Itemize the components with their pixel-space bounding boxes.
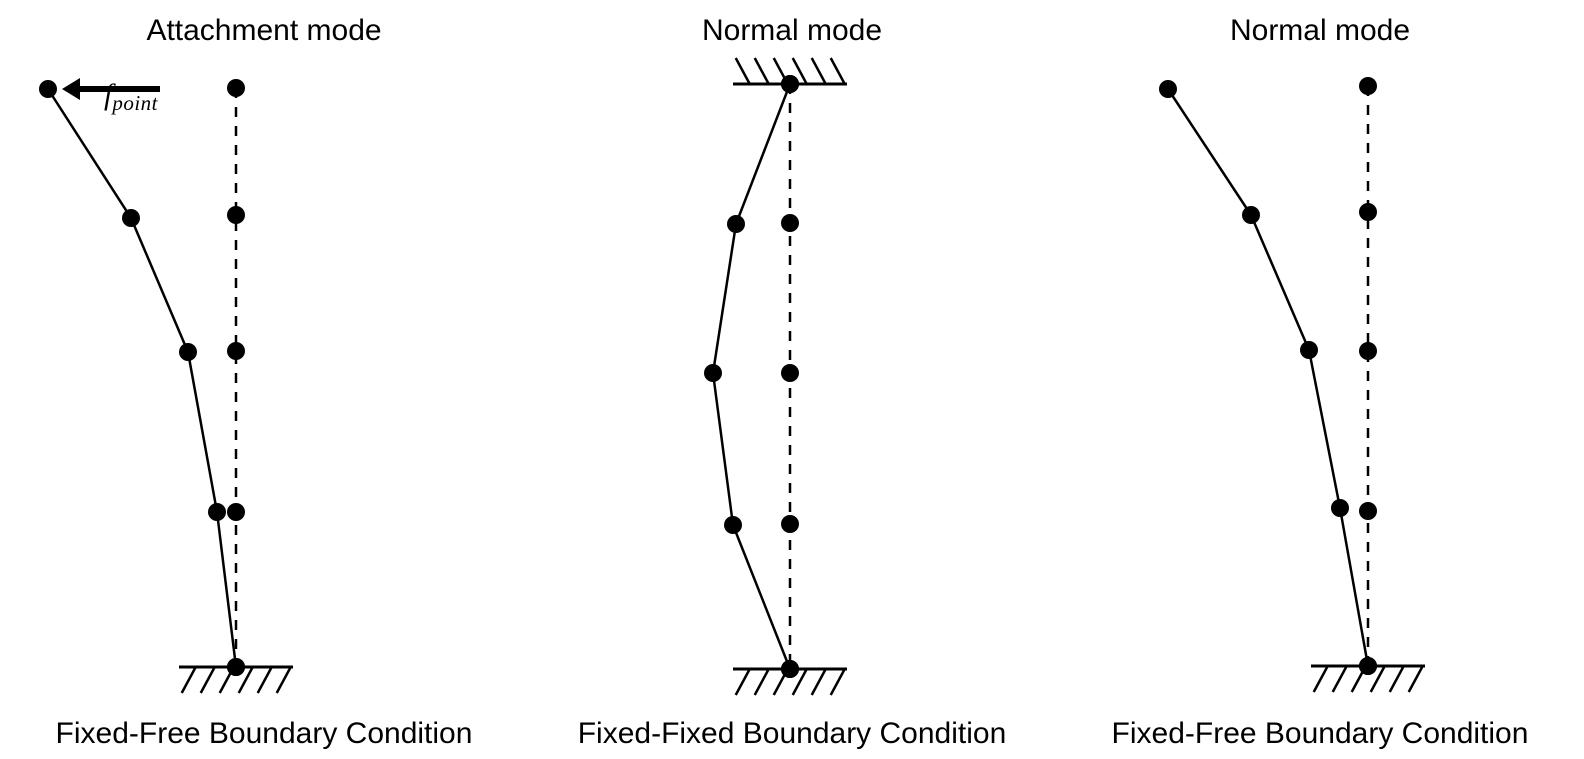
deformed-node-marker <box>1300 341 1318 359</box>
deformed-node-marker <box>1159 80 1177 98</box>
support-hatch-line <box>810 57 827 85</box>
deformed-mode-shape-line <box>711 82 792 671</box>
arrow-head <box>62 78 80 100</box>
support-hatch-line <box>237 666 254 694</box>
support-hatch-line <box>1407 665 1424 693</box>
support-hatch-line <box>829 57 846 85</box>
deformed-node-marker <box>122 209 140 227</box>
panel-title: Attachment mode <box>146 14 382 47</box>
undeformed-node-marker <box>1359 203 1377 221</box>
deformed-node-marker <box>227 658 245 676</box>
support-hatch-line <box>199 666 216 694</box>
support-hatch-line <box>810 668 827 696</box>
undeformed-node-marker <box>227 503 245 521</box>
undeformed-node-marker <box>781 515 799 533</box>
beam-mode-shape-drawing <box>1159 77 1425 693</box>
undeformed-node-marker <box>227 79 245 97</box>
deformed-node-marker <box>1331 499 1349 517</box>
support-hatch-line <box>753 668 770 696</box>
support-hatch-line <box>256 666 273 694</box>
deformed-mode-shape-line <box>46 87 238 669</box>
undeformed-node-marker <box>1359 77 1377 95</box>
support-hatch-line <box>1369 665 1386 693</box>
support-hatch-line <box>1388 665 1405 693</box>
undeformed-node-marker <box>781 214 799 232</box>
point-force-arrow <box>62 78 160 100</box>
deformed-node-marker <box>781 660 799 678</box>
force-label-symbol: f <box>104 78 113 111</box>
panel-title: Normal mode <box>1229 14 1411 47</box>
boundary-condition-caption: Fixed-Free Boundary Condition <box>1111 717 1529 750</box>
support-hatch-line <box>829 668 846 696</box>
deformed-node-marker <box>704 364 722 382</box>
deformed-node-marker <box>1242 206 1260 224</box>
deformed-node-marker <box>727 215 745 233</box>
deformed-node-marker <box>724 516 742 534</box>
beam-mode-shape-drawing <box>704 57 847 696</box>
deformed-node-marker <box>39 80 57 98</box>
undeformed-node-marker <box>1359 502 1377 520</box>
undeformed-node-marker <box>227 342 245 360</box>
boundary-condition-caption: Fixed-Fixed Boundary Condition <box>577 717 1007 750</box>
panel-title: Normal mode <box>701 14 883 47</box>
support-hatch-line <box>791 57 808 85</box>
beam-mode-shape-drawing <box>39 78 293 694</box>
boundary-condition-caption: Fixed-Free Boundary Condition <box>55 717 473 750</box>
undeformed-node-marker <box>227 206 245 224</box>
support-hatch-line <box>1331 665 1348 693</box>
support-hatch-line <box>275 666 292 694</box>
deformed-node-marker <box>781 75 799 93</box>
force-label-subscript: point <box>112 90 159 115</box>
deformed-node-marker <box>1359 657 1377 675</box>
point-force-label: fpoint <box>104 78 158 116</box>
undeformed-node-marker <box>1359 342 1377 360</box>
support-hatch-line <box>734 668 751 696</box>
support-hatch-line <box>734 57 751 85</box>
deformed-node-marker <box>179 343 197 361</box>
support-hatch-line <box>1312 665 1329 693</box>
deformed-mode-shape-line <box>1166 87 1370 668</box>
undeformed-node-marker <box>781 364 799 382</box>
support-hatch-line <box>180 666 197 694</box>
support-hatch-line <box>791 668 808 696</box>
deformed-node-marker <box>208 503 226 521</box>
support-hatch-line <box>753 57 770 85</box>
